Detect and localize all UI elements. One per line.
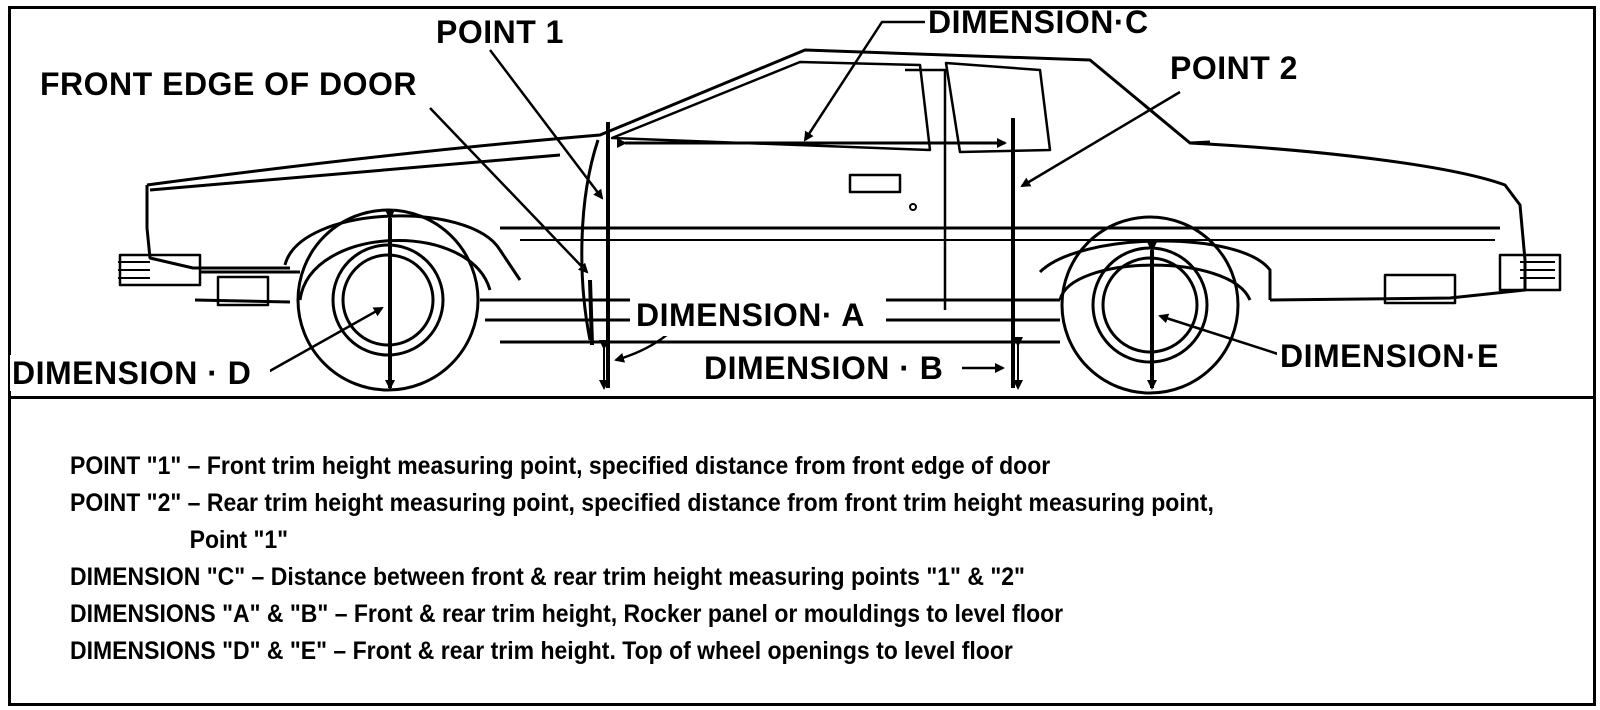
dimension-e-label: DIMENSION·E [1280,338,1499,374]
dimension-a-label: DIMENSION· A [636,297,865,333]
legend-dimensions-d-e: DIMENSIONS "D" & "E" – Front & rear trim… [70,637,1013,665]
dimension-c-label: DIMENSION·C [928,4,1149,40]
leader-arrows [267,20,1279,374]
legend-point1: POINT "1" – Front trim height measuring … [70,452,1051,480]
label-backgrounds [10,298,1527,391]
legend: POINT "1" – Front trim height measuring … [70,448,1313,670]
car-diagram [10,20,1562,395]
dimension-d-label: DIMENSION · D [12,355,252,391]
legend-dimensions-a-b: DIMENSIONS "A" & "B" – Front & rear trim… [70,600,1064,628]
dimension-b-label: DIMENSION · B [704,350,944,386]
legend-point2: POINT "2" – Rear trim height measuring p… [70,489,1214,517]
point1-label: POINT 1 [436,14,564,50]
point2-label: POINT 2 [1170,50,1298,86]
legend-divider [8,396,1596,399]
legend-point2-continued: Point "1" [189,526,289,554]
front-edge-label: FRONT EDGE OF DOOR [40,66,417,102]
diagram-frame [8,6,1596,706]
legend-dimension-c: DIMENSION "C" – Distance between front &… [70,563,1025,591]
measurement-lines [385,118,1157,390]
